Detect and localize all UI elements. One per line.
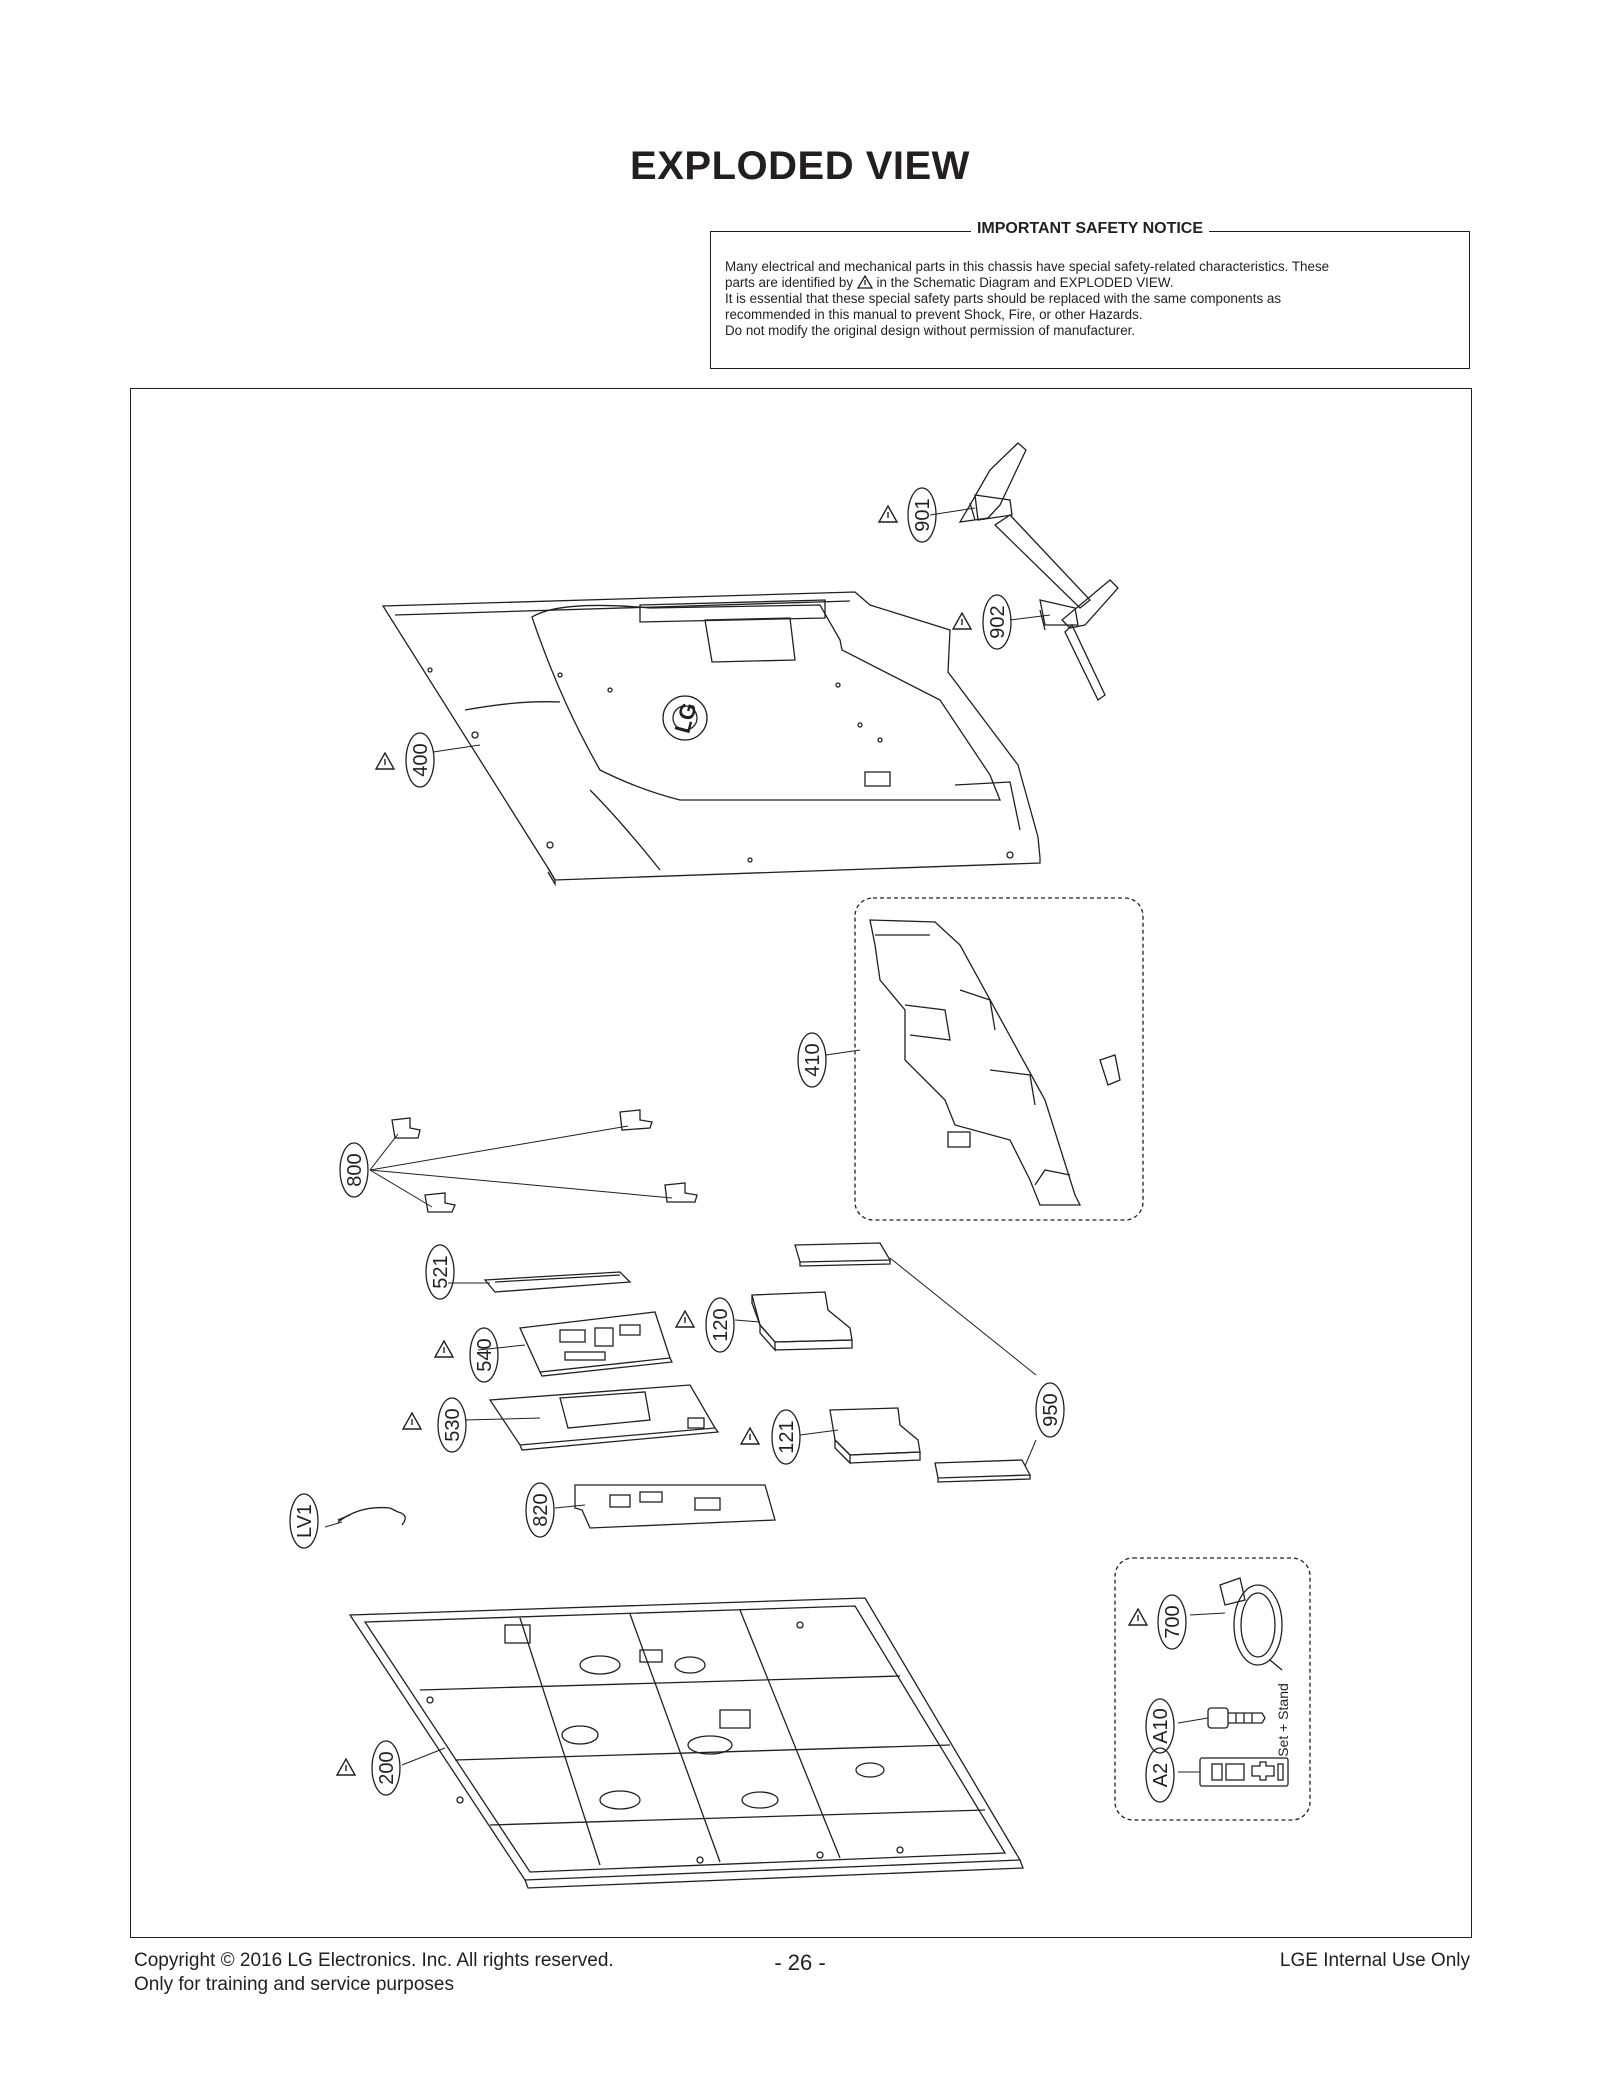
speaker-120-part — [751, 1291, 853, 1352]
warning-triangle-icon — [402, 1412, 422, 1430]
callout-820 — [525, 1482, 555, 1538]
warning-triangle-icon — [375, 752, 395, 770]
part-label-700: 700 — [1162, 1605, 1184, 1638]
warning-triangle-icon — [1128, 1608, 1148, 1626]
part-label-400: 400 — [410, 743, 432, 776]
internal-use-text: LGE Internal Use Only — [1279, 1950, 1470, 1971]
part-label-820: 820 — [530, 1493, 552, 1526]
panel-200-part — [348, 1597, 1024, 1889]
part-label-121: 121 — [776, 1420, 798, 1453]
accessory-group-outline — [1114, 1557, 1311, 1821]
safety-marks — [336, 505, 1148, 1776]
part-label-a2: A2 — [1150, 1763, 1172, 1787]
leader-lines — [324, 507, 1226, 1773]
part-label-a10: A10 — [1150, 1708, 1172, 1744]
part-label-521: 521 — [430, 1255, 452, 1288]
warning-triangle-icon — [878, 505, 898, 523]
callout-a10 — [1145, 1698, 1175, 1754]
power-board-530-part — [488, 1384, 720, 1451]
callout-a2 — [1145, 1747, 1175, 1803]
purpose-text: Only for training and service purposes — [134, 1974, 454, 1995]
back-cover-400-part — [381, 591, 1041, 887]
cover-950-parts — [794, 1242, 1032, 1483]
board-521-part — [483, 1271, 632, 1293]
frame-410-part — [869, 919, 1121, 1206]
stand-901-part — [958, 442, 1091, 609]
notice-line: Do not modify the original design withou… — [725, 323, 1136, 338]
screw-a10-part — [1207, 1707, 1266, 1729]
cable-700-part — [1219, 1577, 1283, 1671]
page-title: EXPLODED VIEW — [630, 144, 970, 188]
page-number: - 26 - — [774, 1950, 826, 1975]
footer-left: Copyright © 2016 LG Electronics. Inc. Al… — [134, 1949, 614, 1997]
part-label-410: 410 — [802, 1043, 824, 1076]
bracket-800-parts — [391, 1109, 698, 1213]
diagram-frame — [130, 388, 1472, 1938]
notice-line: recommended in this manual to prevent Sh… — [725, 307, 1143, 322]
logo-text: LG — [670, 700, 702, 736]
callout-700 — [1157, 1594, 1187, 1650]
callout-200 — [371, 1740, 401, 1796]
callout-901 — [907, 487, 937, 543]
set-stand-label: Set + Stand — [1275, 1683, 1291, 1757]
safety-notice-box: IMPORTANT SAFETY NOTICE Many electrical … — [710, 220, 1470, 369]
part-label-902: 902 — [987, 605, 1009, 638]
part-label-950: 950 — [1040, 1393, 1062, 1426]
callout-950 — [1035, 1382, 1065, 1438]
group-410-outline — [854, 897, 1144, 1221]
stand-902-part — [1039, 579, 1119, 701]
part-label-800: 800 — [344, 1153, 366, 1186]
part-label-200: 200 — [376, 1751, 398, 1784]
remote-a2-part — [1199, 1757, 1289, 1787]
callout-410 — [797, 1032, 827, 1088]
main-board-540-part — [519, 1311, 673, 1377]
copyright-text: Copyright © 2016 LG Electronics. Inc. Al… — [134, 1950, 614, 1971]
notice-line: Many electrical and mechanical parts in … — [725, 259, 1330, 274]
callouts — [289, 487, 1187, 1803]
warning-triangle-icon — [952, 612, 972, 630]
notice-line: It is essential that these special safet… — [725, 291, 1282, 306]
callout-521 — [425, 1244, 455, 1300]
warning-triangle-icon — [675, 1310, 695, 1328]
cable-lv1-part — [337, 1506, 406, 1526]
callout-800 — [339, 1142, 369, 1198]
part-label-lv1: LV1 — [294, 1504, 316, 1538]
part-label-901: 901 — [912, 498, 934, 531]
warning-triangle-icon — [856, 275, 873, 289]
callout-lv1 — [289, 1493, 319, 1549]
warning-triangle-icon — [336, 1758, 356, 1776]
warning-triangle-icon — [434, 1340, 454, 1358]
callout-400 — [405, 732, 435, 788]
part-label-120: 120 — [710, 1308, 732, 1341]
callout-902 — [982, 594, 1012, 650]
safety-notice-text: Many electrical and mechanical parts in … — [725, 259, 1455, 339]
warning-triangle-icon — [740, 1427, 760, 1445]
callout-120 — [705, 1297, 735, 1353]
callout-121 — [771, 1409, 801, 1465]
sheet-820-part — [574, 1484, 776, 1529]
part-label-530: 530 — [442, 1408, 464, 1441]
callout-540 — [469, 1327, 499, 1383]
speaker-121-part — [829, 1407, 921, 1465]
callout-530 — [437, 1397, 467, 1453]
safety-notice-heading: IMPORTANT SAFETY NOTICE — [970, 220, 1210, 237]
notice-line: parts are identified by in the Schematic… — [725, 275, 1174, 290]
part-label-540: 540 — [474, 1338, 496, 1371]
